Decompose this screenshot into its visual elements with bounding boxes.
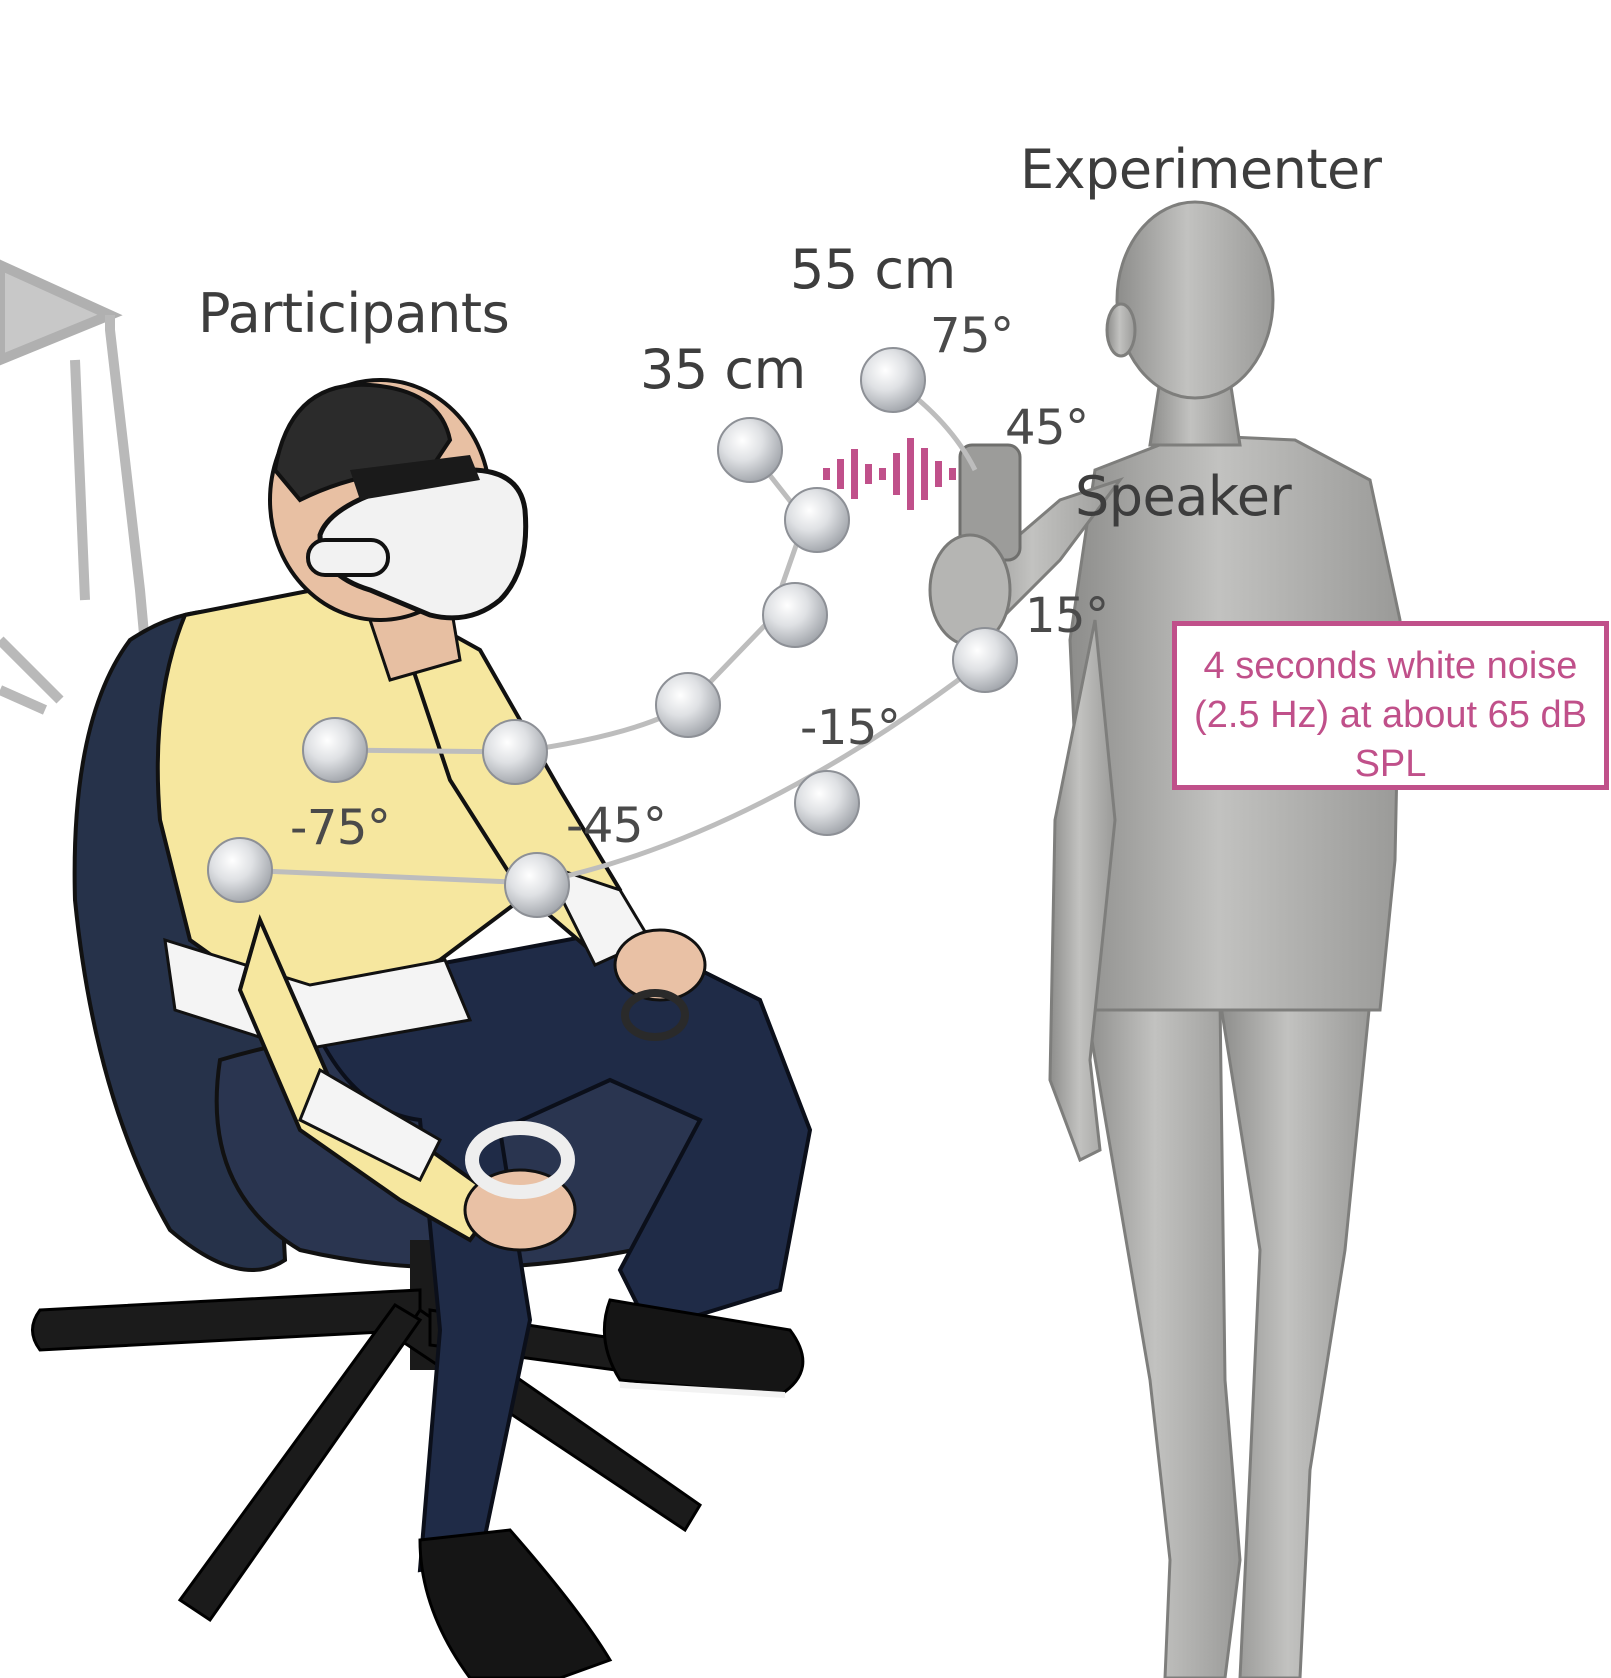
marker-ball xyxy=(785,488,849,552)
angle-minus75-label: -75° xyxy=(290,800,390,856)
marker-ball xyxy=(953,628,1017,692)
distance-35cm-label: 35 cm xyxy=(640,338,806,401)
angle-minus15-label: -15° xyxy=(800,700,900,756)
marker-ball xyxy=(483,720,547,784)
distance-55cm-label: 55 cm xyxy=(790,238,956,301)
participants-label: Participants xyxy=(198,282,509,345)
speaker-device xyxy=(930,445,1020,645)
marker-ball xyxy=(208,838,272,902)
angle-75-label: 75° xyxy=(930,308,1014,364)
stimulus-callout: 4 seconds white noise (2.5 Hz) at about … xyxy=(1172,621,1609,790)
speaker-label: Speaker xyxy=(1075,465,1291,528)
stimulus-callout-text: 4 seconds white noise (2.5 Hz) at about … xyxy=(1194,645,1587,785)
marker-ball xyxy=(763,583,827,647)
angle-minus45-label: -45° xyxy=(566,798,666,854)
angle-15-label: 15° xyxy=(1025,588,1109,644)
experimenter-label: Experimenter xyxy=(1020,138,1381,201)
marker-ball xyxy=(795,771,859,835)
marker-ball xyxy=(861,348,925,412)
angle-45-label: 45° xyxy=(1005,400,1089,456)
marker-ball xyxy=(505,853,569,917)
marker-ball xyxy=(303,718,367,782)
marker-ball xyxy=(718,418,782,482)
marker-ball xyxy=(656,673,720,737)
sound-wave-icon xyxy=(823,438,956,510)
